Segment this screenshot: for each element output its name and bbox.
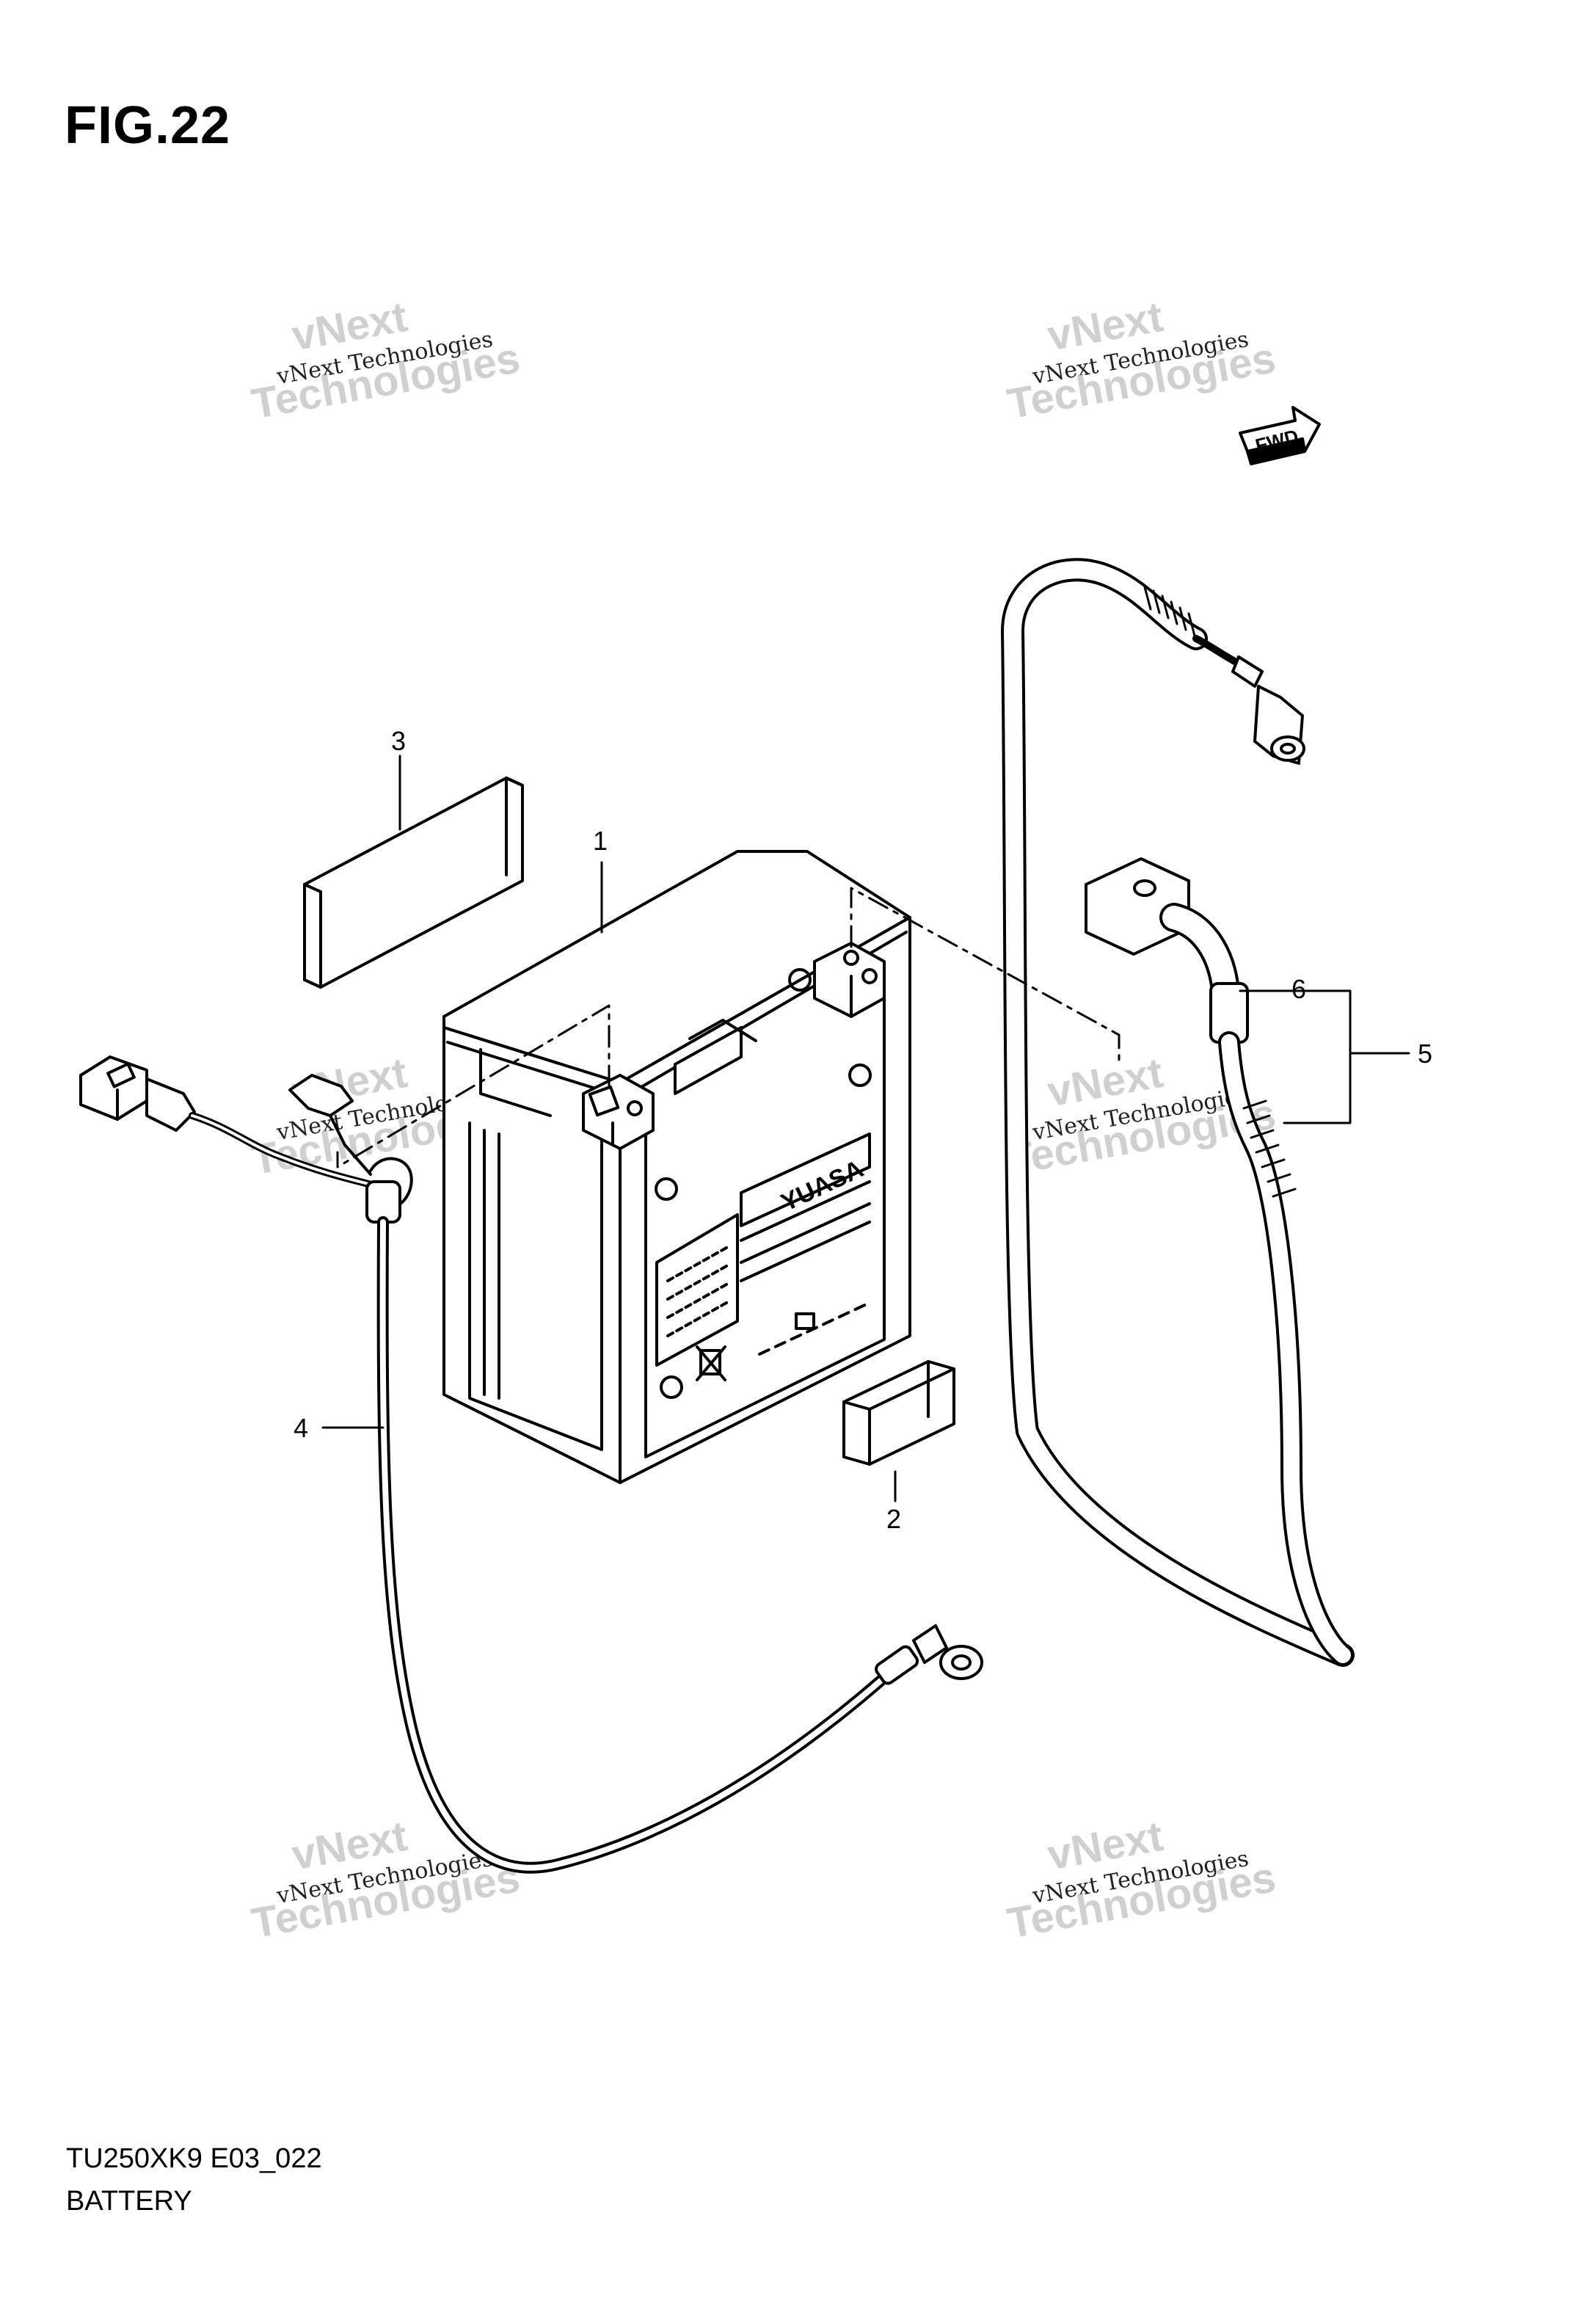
callout-3: 3	[391, 726, 406, 756]
fig-title: FIG.22	[65, 96, 231, 155]
callout-1: 1	[593, 826, 608, 856]
figure-code: TU250XK9 E03_022	[66, 2143, 322, 2174]
crossed-bin-icon	[696, 1345, 726, 1381]
callout-4: 4	[294, 1413, 308, 1443]
callout-5: 5	[1418, 1039, 1432, 1069]
small-pad-part	[842, 1360, 955, 1466]
connector-coupler	[79, 1055, 196, 1132]
leader-lines	[321, 755, 1410, 1502]
battery-terminal-negative	[582, 1074, 655, 1150]
callout-2: 2	[886, 1504, 901, 1534]
callout-6: 6	[1291, 974, 1306, 1004]
figure-name: BATTERY	[66, 2186, 192, 2217]
fwd-arrow-icon: FWD	[1239, 406, 1321, 465]
battery-part: YUASA	[442, 850, 911, 1484]
large-pad-part	[303, 777, 524, 989]
recycle-icon	[660, 1375, 683, 1399]
negative-lead-wire-part	[79, 1055, 983, 1874]
positive-lead-assembly-part	[1001, 558, 1355, 1667]
terminal-cover-part	[1085, 857, 1249, 1044]
